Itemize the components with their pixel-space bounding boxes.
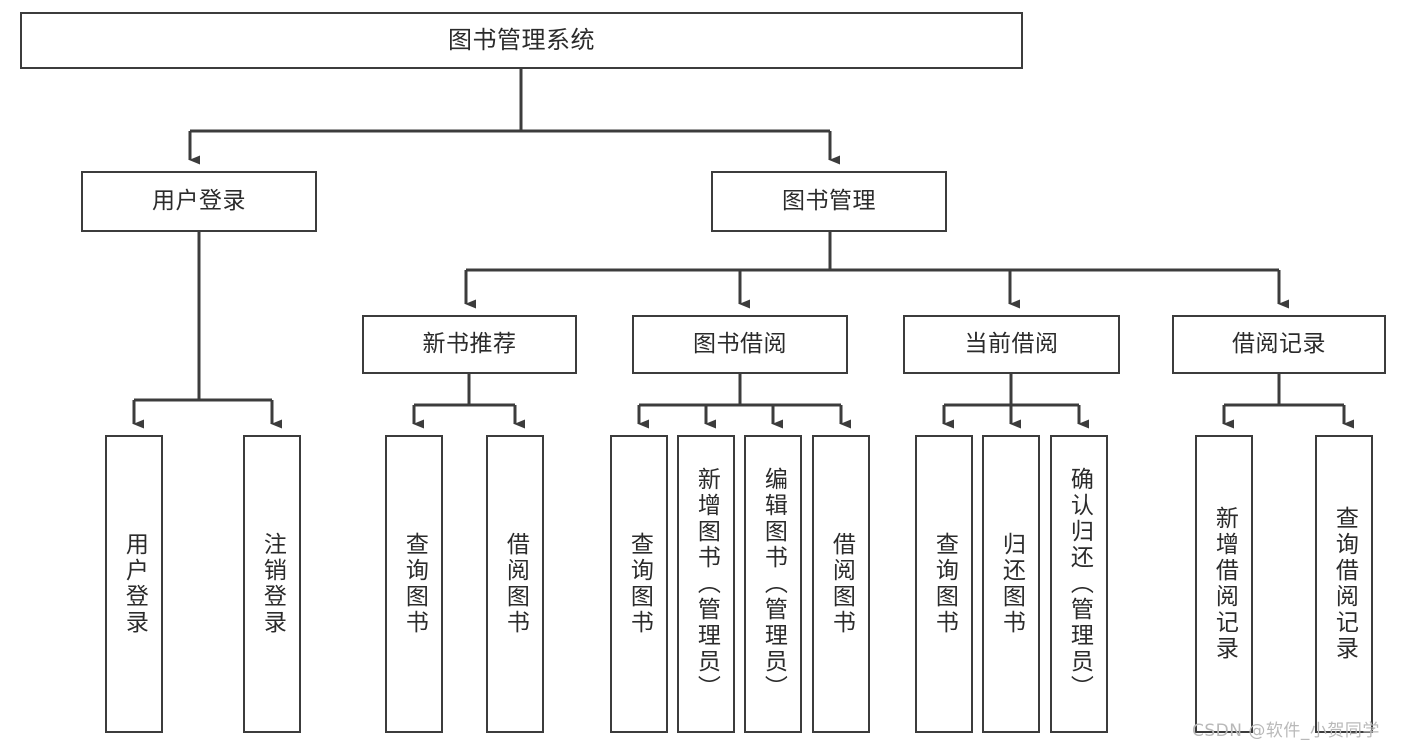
leaf-query-book-borrow[interactable]: 查询图书: [610, 435, 668, 733]
leaf-edit-book-admin[interactable]: 编辑图书（管理员）: [744, 435, 802, 733]
node-borrow-records[interactable]: 借阅记录: [1172, 315, 1386, 374]
node-root-system[interactable]: 图书管理系统: [20, 12, 1023, 69]
node-user-login[interactable]: 用户登录: [81, 171, 317, 232]
node-current-borrow[interactable]: 当前借阅: [903, 315, 1120, 374]
leaf-add-borrow-record[interactable]: 新增借阅记录: [1195, 435, 1253, 733]
leaf-add-book-admin[interactable]: 新增图书（管理员）: [677, 435, 735, 733]
node-new-book-recommend[interactable]: 新书推荐: [362, 315, 577, 374]
leaf-user-login[interactable]: 用户登录: [105, 435, 163, 733]
leaf-query-book-recommend[interactable]: 查询图书: [385, 435, 443, 733]
leaf-return-book[interactable]: 归还图书: [982, 435, 1040, 733]
leaf-confirm-return-admin[interactable]: 确认归还（管理员）: [1050, 435, 1108, 733]
leaf-borrow-book-recommend[interactable]: 借阅图书: [486, 435, 544, 733]
leaf-logout[interactable]: 注销登录: [243, 435, 301, 733]
csdn-watermark: CSDN @软件_小贺同学: [1192, 721, 1380, 741]
leaf-query-book-current[interactable]: 查询图书: [915, 435, 973, 733]
node-book-management[interactable]: 图书管理: [711, 171, 947, 232]
node-book-borrow[interactable]: 图书借阅: [632, 315, 848, 374]
leaf-borrow-book[interactable]: 借阅图书: [812, 435, 870, 733]
leaf-query-borrow-record[interactable]: 查询借阅记录: [1315, 435, 1373, 733]
